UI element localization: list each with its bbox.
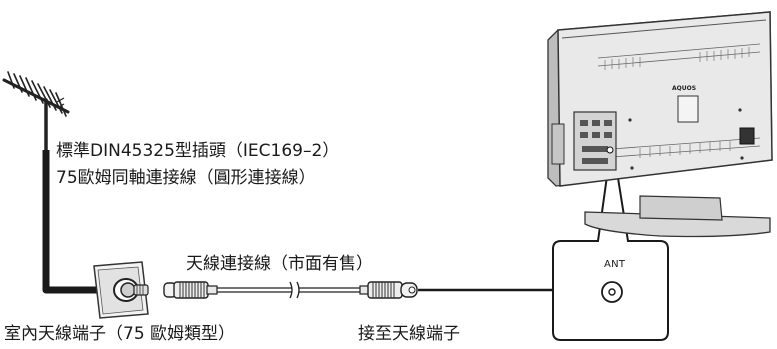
right-plug-icon — [359, 281, 418, 299]
ant-port-label: ANT — [604, 259, 626, 270]
connect-to-ant-label: 接至天線端子 — [358, 324, 460, 344]
wall-socket-label: 室內天線端子（75 歐姆類型） — [4, 324, 236, 344]
coax-cable-label: 75歐姆同軸連接線（圓形連接線） — [56, 168, 316, 188]
plug-type-label: 標準DIN45325型插頭（IEC169–2） — [56, 141, 340, 161]
rooftop-cable — [42, 150, 98, 294]
antenna-cable-icon — [163, 281, 418, 299]
antenna-reflector-marks — [56, 97, 65, 109]
left-plug-icon — [163, 281, 218, 299]
rooftop-antenna-icon — [2, 71, 70, 154]
wall-antenna-socket-icon — [93, 261, 149, 319]
ant-callout-box — [552, 139, 669, 341]
tv-brand-logo: AQUOS — [672, 85, 696, 92]
antenna-cable-label: 天線連接線（市面有售） — [186, 254, 373, 274]
tv-back-illustration — [547, 11, 773, 238]
